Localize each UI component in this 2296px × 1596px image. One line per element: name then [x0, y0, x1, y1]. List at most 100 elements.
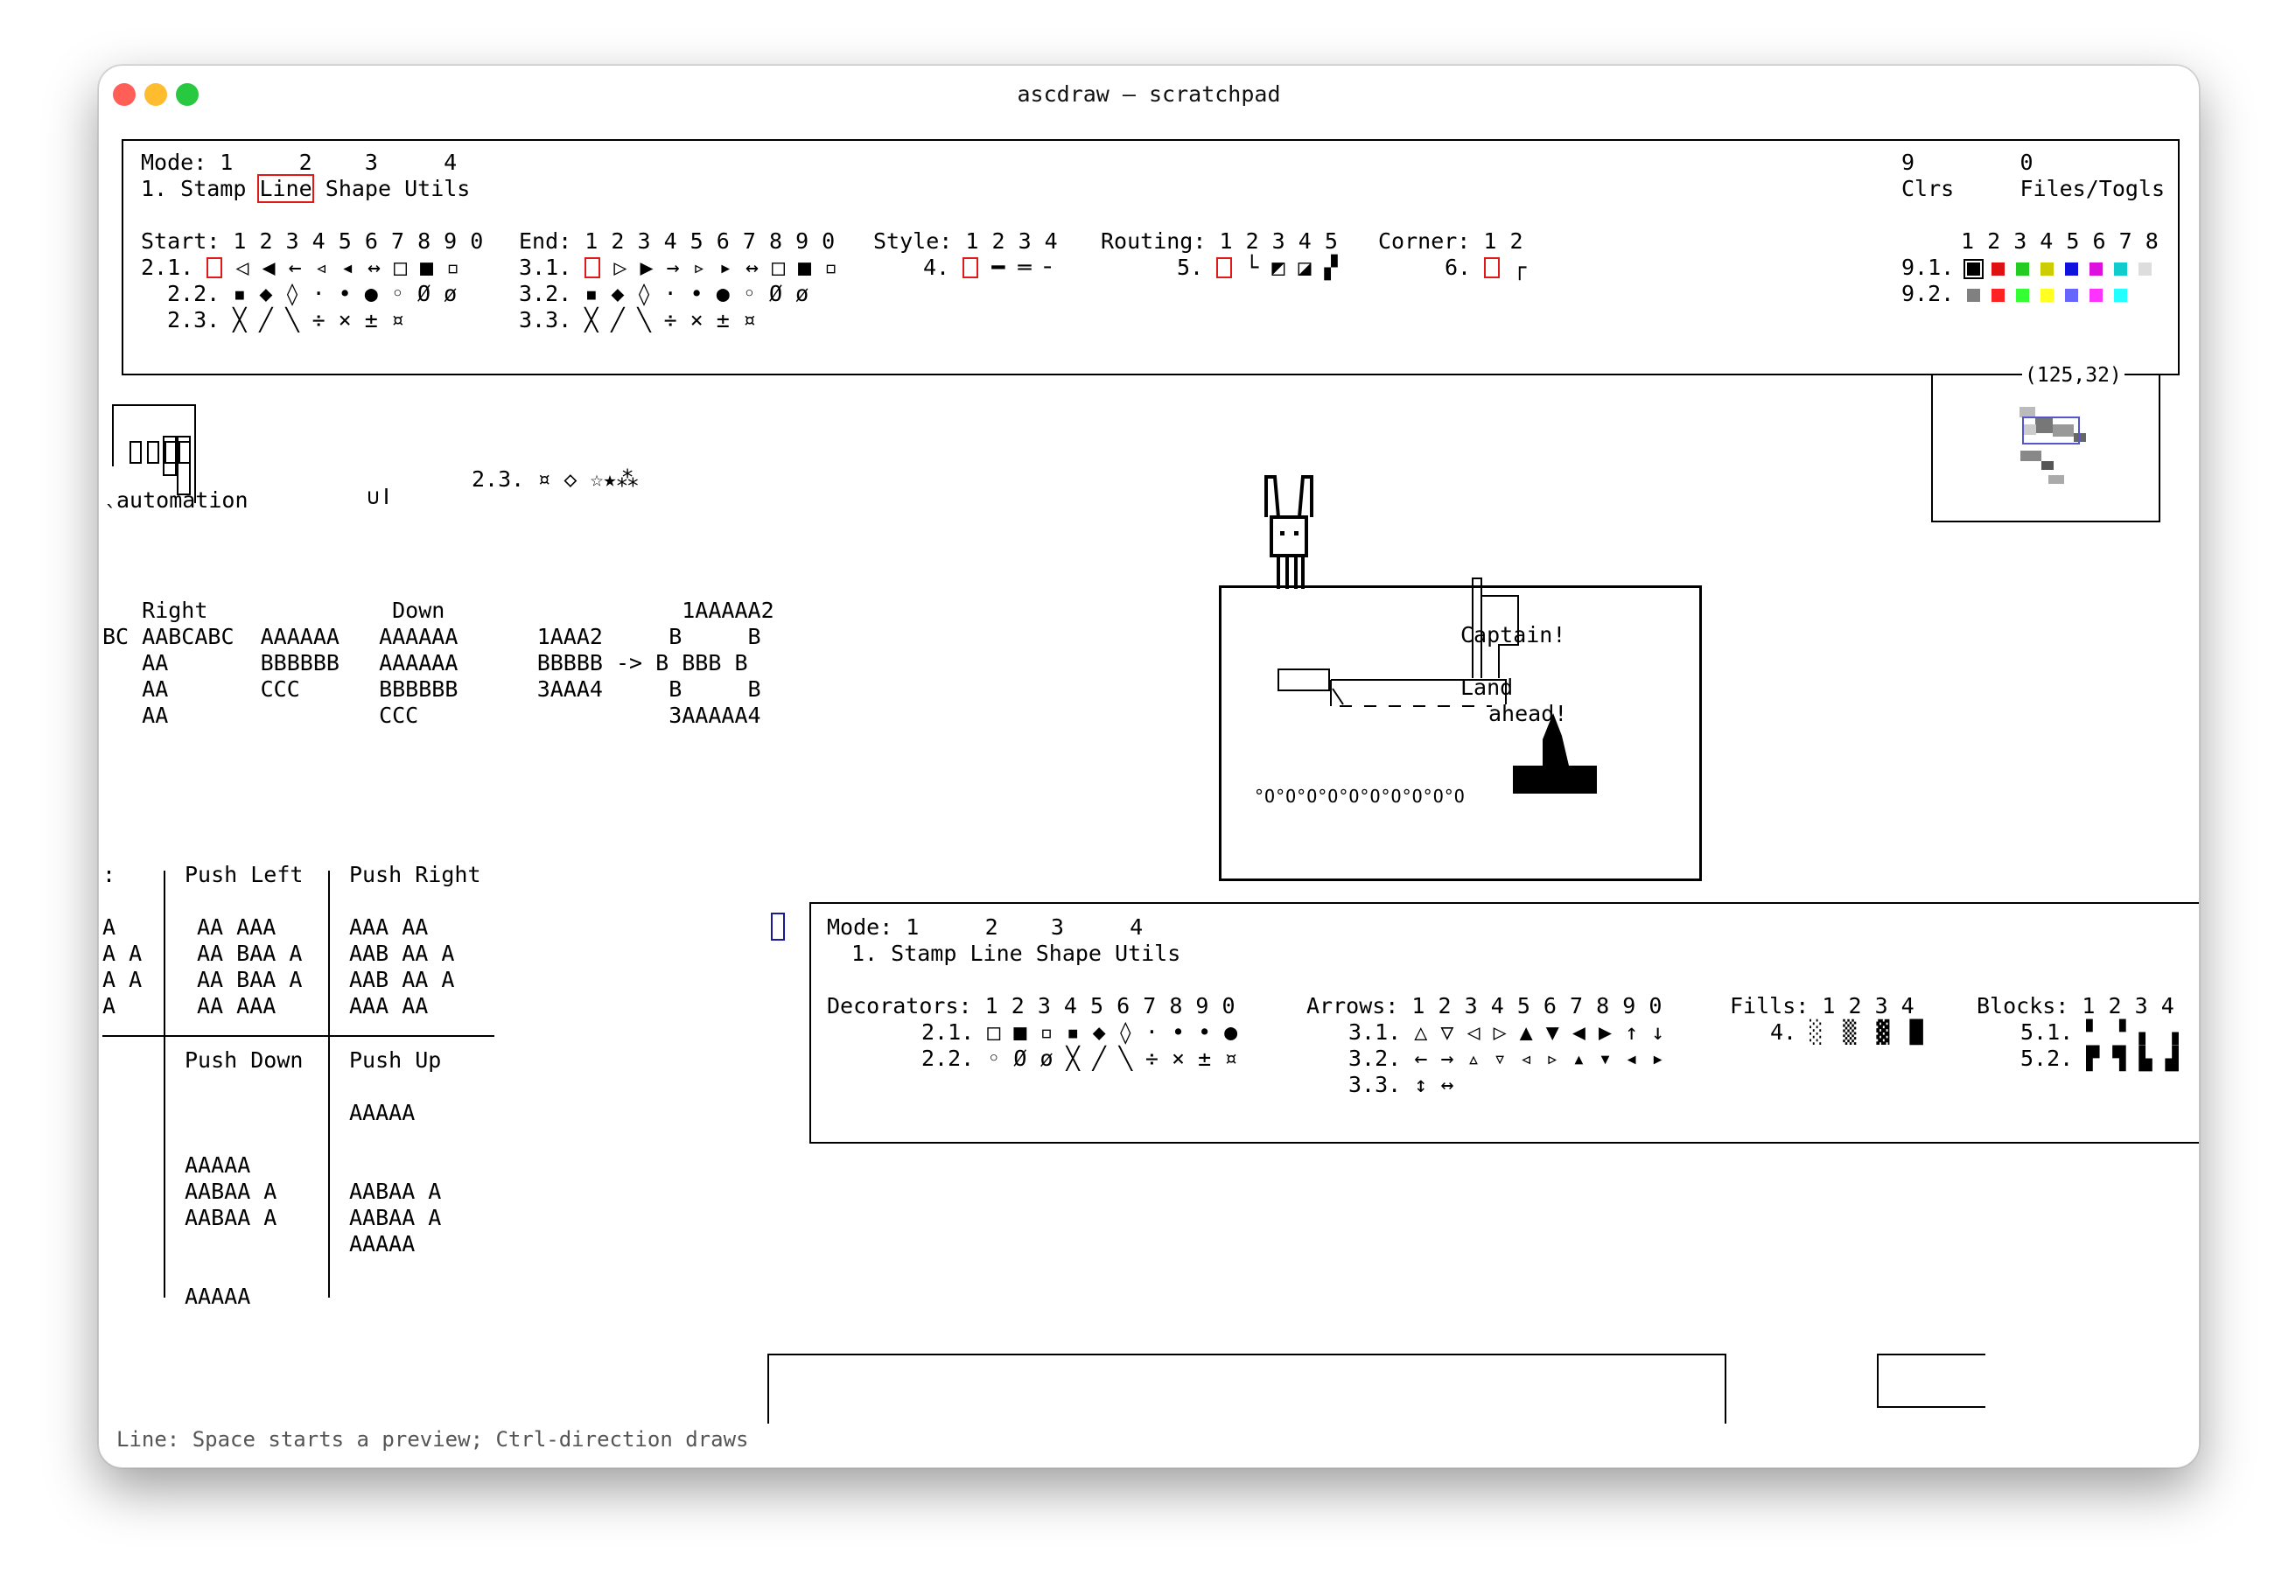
fills-row[interactable]: 4. ░ ▒ ▓ █: [1770, 1019, 1927, 1045]
captain-text: Captain!: [1460, 622, 1566, 648]
corner-row[interactable]: 6. ┌: [1445, 255, 1527, 280]
push-divider-2: [328, 871, 330, 1298]
cursor-marker[interactable]: [771, 913, 785, 941]
arrows-row-2[interactable]: 3.2. ← → ▵ ▿ ◃ ▹ ▴ ▾ ◂ ▸: [1348, 1046, 1665, 1071]
status-bar: Line: Space starts a preview; Ctrl-direc…: [116, 1427, 749, 1452]
minimap[interactable]: [1931, 375, 2160, 522]
push-hdivider: [102, 1035, 494, 1037]
push-down-body: AAAAA AABAA A AABAA A AAAAA: [185, 1152, 277, 1309]
tab-line[interactable]: Line: [257, 174, 314, 203]
decorators-row-1[interactable]: 2.1. □ ■ ▫ ▪ ◆ ◊ · • • ●: [921, 1019, 1238, 1045]
stamp-sample: 2.3. ¤ ◇ ☆★⁂: [472, 466, 639, 492]
color-swatch[interactable]: [2016, 289, 2030, 302]
minimap-coords: (125,32): [2022, 362, 2124, 388]
terminal-canvas[interactable]: Mode: 1 2 3 4 1. Stamp Line Shape Utils …: [99, 66, 2199, 1467]
start-row-3[interactable]: 2.3. ╳ ╱ ╲ ÷ × ± ¤: [167, 307, 404, 332]
push-divider-1: [164, 871, 165, 1298]
style-header: Style: 1 2 3 4: [873, 228, 1058, 254]
flow-line-4: AA CCC 3AAAAA4: [102, 703, 761, 728]
color-swatch[interactable]: [2065, 262, 2079, 276]
tick-mark: `: [104, 501, 118, 527]
colors-header: 1 2 3 4 5 6 7 8: [1961, 228, 2159, 254]
push-down-title: Push Down: [185, 1047, 304, 1073]
color-swatch[interactable]: [2040, 262, 2054, 276]
partial-box-1: [767, 1354, 1726, 1424]
start-header: Start: 1 2 3 4 5 6 7 8 9 0: [141, 228, 484, 254]
arrows-row-1[interactable]: 3.1. △ ▽ ◁ ▷ ▲ ▼ ◀ ▶ ↑ ↓: [1348, 1019, 1665, 1045]
colors-row-2[interactable]: 9.2.: [1901, 281, 2163, 307]
colors-row-1[interactable]: 9.1.: [1901, 255, 2163, 281]
push-colon: :: [102, 862, 116, 887]
color-swatch[interactable]: [1992, 289, 2006, 302]
end-row-3[interactable]: 3.3. ╳ ╱ ╲ ÷ × ± ¤: [519, 307, 756, 332]
color-swatch[interactable]: [2114, 289, 2128, 302]
decorators-row-2[interactable]: 2.2. ◦ Ø ø ╳ ╱ ╲ ÷ × ± ¤: [921, 1046, 1238, 1071]
automation-drawing: [112, 404, 196, 503]
selected-start-marker[interactable]: [206, 257, 223, 278]
corner-header: Corner: 1 2: [1378, 228, 1523, 254]
color-swatch[interactable]: [1992, 262, 2006, 276]
ship-drawing: [1264, 475, 1597, 794]
color-swatch[interactable]: [2138, 289, 2152, 302]
color-swatch[interactable]: [2016, 262, 2030, 276]
fills-header: Fills: 1 2 3 4: [1730, 993, 1914, 1018]
color-swatch[interactable]: [2090, 262, 2104, 276]
flow-line-1: BC AABCABC AAAAAA AAAAAA 1AAA2 B B: [102, 624, 761, 649]
color-swatch[interactable]: [2138, 262, 2152, 276]
minimap-preview: [2020, 407, 2086, 484]
tab-shape[interactable]: Shape: [325, 176, 392, 201]
routing-row[interactable]: 5. └ ◩ ◪ ▞: [1177, 255, 1338, 280]
blocks-row-1[interactable]: 5.1. ▘ ▝ ▖ ▗: [2020, 1019, 2179, 1045]
selected-corner-marker[interactable]: [1484, 257, 1501, 278]
close-button[interactable]: [113, 83, 136, 106]
decorators-header: Decorators: 1 2 3 4 5 6 7 8 9 0: [827, 993, 1236, 1018]
end-row-1[interactable]: 3.1. ▷ ▶ → ▹ ▸ ↔ □ ■ ▫: [519, 255, 838, 280]
arrows-header: Arrows: 1 2 3 4 5 6 7 8 9 0: [1306, 993, 1662, 1018]
selected-routing-marker[interactable]: [1216, 257, 1233, 278]
partial-box-2: [1877, 1354, 1985, 1408]
push-up-body: AAAAA AABAA A AABAA A AAAAA: [349, 1100, 442, 1256]
right-number-row: 9 0: [1901, 150, 2034, 175]
ahead-text: ahead!: [1488, 701, 1568, 726]
flow-line-0: Right Down 1AAAAA2: [102, 598, 774, 623]
cup-glyphs: ∪ǀ: [367, 484, 394, 509]
color-swatch[interactable]: [2114, 262, 2128, 276]
panel-mode-row: Mode: 1 2 3 4: [827, 914, 1144, 940]
color-swatch[interactable]: [2090, 289, 2104, 302]
window-title: ascdraw – scratchpad: [1017, 81, 1281, 107]
style-row[interactable]: 4. ━ ═ ╴: [923, 255, 1058, 280]
zoom-button[interactable]: [176, 83, 199, 106]
color-swatch[interactable]: [1967, 289, 1981, 302]
toolbar-panel: [122, 139, 2180, 375]
arrows-row-3[interactable]: 3.3. ↕ ↔: [1348, 1072, 1454, 1097]
tab-utils[interactable]: Utils: [404, 176, 471, 201]
color-swatch[interactable]: [1964, 259, 1984, 279]
flow-line-3: AA CCC BBBBBB 3AAA4 B B: [102, 676, 761, 702]
tab-stamp[interactable]: 1. Stamp: [141, 176, 247, 201]
start-row-2[interactable]: 2.2. ▪ ◆ ◊ · • ● ◦ Ø ø: [167, 281, 458, 306]
selected-end-marker[interactable]: [584, 257, 601, 278]
end-row-2[interactable]: 3.2. ▪ ◆ ◊ · • ● ◦ Ø ø: [519, 281, 809, 306]
mode-number-row: Mode: 1 2 3 4: [141, 150, 458, 175]
color-swatch[interactable]: [2040, 289, 2054, 302]
selected-style-marker[interactable]: [962, 257, 979, 278]
automation-label: automation: [116, 487, 248, 513]
routing-header: Routing: 1 2 3 4 5: [1101, 228, 1338, 254]
push-right-body: AAA AA AAB AA A AAB AA A AAA AA: [349, 914, 455, 1018]
tab-clrs-files[interactable]: Clrs Files/Togls: [1901, 176, 2166, 201]
color-swatch[interactable]: [2065, 289, 2079, 302]
push-up-title: Push Up: [349, 1047, 442, 1073]
land-text: Land: [1460, 675, 1514, 700]
captain-frame: [1219, 585, 1702, 881]
ship-wake: °O°O°O°O°O°O°O°O°O°O: [1254, 786, 1465, 807]
push-right-title: Push Right: [349, 862, 481, 887]
minimize-button[interactable]: [144, 83, 167, 106]
blocks-header: Blocks: 1 2 3 4: [1977, 993, 2174, 1018]
blocks-row-2[interactable]: 5.2. ▛ ▜ ▙ ▟: [2020, 1046, 2179, 1071]
start-row-1[interactable]: 2.1. ◁ ◀ ← ◃ ◂ ↔ □ ■ ▫: [141, 255, 460, 280]
push-sample-a: A A A A A A: [102, 914, 143, 1018]
push-left-title: Push Left: [185, 862, 304, 887]
mode-tabs: 1. Stamp Line Shape Utils: [141, 174, 471, 203]
panel-mode-tabs[interactable]: 1. Stamp Line Shape Utils: [851, 941, 1181, 966]
end-header: End: 1 2 3 4 5 6 7 8 9 0: [519, 228, 836, 254]
